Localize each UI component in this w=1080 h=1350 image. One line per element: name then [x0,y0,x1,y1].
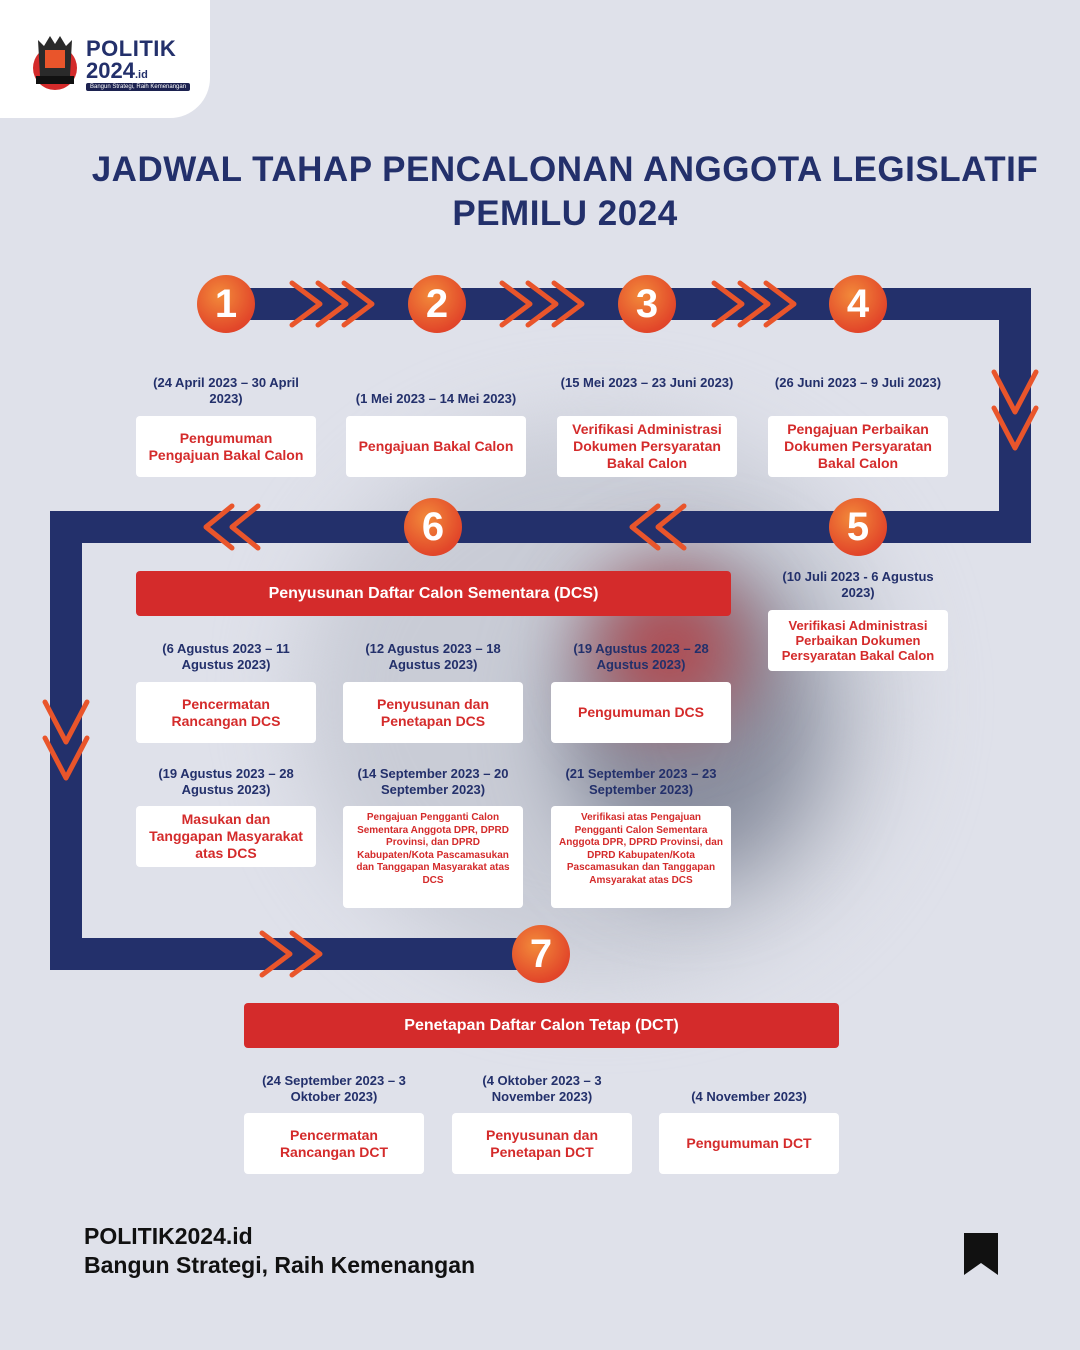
dcs-item-4-box: Masukan dan Tanggapan Masyarakat atas DC… [136,806,316,867]
step-4-box: Pengajuan Perbaikan Dokumen Persyaratan … [768,416,948,477]
logo-tagline: Bangun Strategi, Raih Kemenangan [86,83,191,91]
dct-item-3-date: (4 November 2023) [691,1089,807,1104]
step-7-circle: 7 [512,925,570,983]
dcs-item-6-box: Verifikasi atas Pengajuan Pengganti Calo… [551,806,731,908]
logo-text-politik: POLITIK [86,36,177,61]
step-1-box: Pengumuman Pengajuan Bakal Calon [136,416,316,477]
chevron-left-icon [203,503,261,551]
step-5-circle: 5 [829,498,887,556]
step-1-circle: 1 [197,275,255,333]
step-3-date: (15 Mei 2023 – 23 Juni 2023) [560,375,734,390]
title-line-2: PEMILU 2024 [452,194,678,233]
footer-site-name: POLITIK2024.id [84,1223,253,1249]
dct-banner: Penetapan Daftar Calon Tetap (DCT) [244,1003,839,1048]
logo-year: 2024 [86,58,135,83]
step-3-circle: 3 [618,275,676,333]
dcs-item-5-box: Pengajuan Pengganti Calon Sementara Angg… [343,806,523,908]
title-line-1: JADWAL TAHAP PENCALONAN ANGGOTA LEGISLAT… [91,150,1039,189]
dcs-item-2-box: Penyusunan dan Penetapan DCS [343,682,523,743]
chevron-down-icon [991,369,1039,451]
step-5-box: Verifikasi Administrasi Perbaikan Dokume… [768,610,948,671]
dcs-item-5-date: (14 September 2023 – 20 September 2023) [357,766,509,797]
page-title: JADWAL TAHAP PENCALONAN ANGGOTA LEGISLAT… [0,148,1080,236]
bookmark-icon[interactable] [964,1233,998,1275]
chevron-left-icon [629,503,687,551]
dcs-item-3-box: Pengumuman DCS [551,682,731,743]
footer-tagline: Bangun Strategi, Raih Kemenangan [84,1252,476,1278]
dcs-item-6-date: (21 September 2023 – 23 September 2023) [565,766,717,797]
dct-item-2-date: (4 Oktober 2023 – 3 November 2023) [482,1073,602,1104]
step-6-circle: 6 [404,498,462,556]
step-2-date: (1 Mei 2023 – 14 Mei 2023) [355,391,517,406]
step-3-box: Verifikasi Administrasi Dokumen Persyara… [557,416,737,477]
dct-item-2-box: Penyusunan dan Penetapan DCT [452,1113,632,1174]
logo-text-year: 2024.id [86,58,148,84]
step-4-circle: 4 [829,275,887,333]
step-1-date: (24 April 2023 – 30 April 2023) [153,375,299,406]
dcs-item-2-date: (12 Agustus 2023 – 18 Agustus 2023) [365,641,501,672]
step-2-box: Pengajuan Bakal Calon [346,416,526,477]
dcs-item-1-box: Pencermatan Rancangan DCS [136,682,316,743]
dcs-banner: Penyusunan Daftar Calon Sementara (DCS) [136,571,731,616]
chevron-right-icon [711,280,797,328]
step-2-circle: 2 [408,275,466,333]
dct-item-1-box: Pencermatan Rancangan DCT [244,1113,424,1174]
logo-card: POLITIK 2024.id Bangun Strategi, Raih Ke… [0,0,210,118]
dct-item-1-date: (24 September 2023 – 3 Oktober 2023) [262,1073,406,1104]
dct-item-3-box: Pengumuman DCT [659,1113,839,1174]
logo-suffix: .id [134,69,148,81]
chevron-down-icon [42,699,90,781]
dcs-item-3-date: (19 Agustus 2023 – 28 Agustus 2023) [573,641,709,672]
chevron-right-icon [499,280,585,328]
dcs-item-1-date: (6 Agustus 2023 – 11 Agustus 2023) [162,641,290,672]
step-5-date: (10 Juli 2023 - 6 Agustus 2023) [782,569,934,600]
logo-icon [33,36,77,90]
step-4-date: (26 Juni 2023 – 9 Juli 2023) [774,375,942,390]
chevron-right-icon [289,280,375,328]
dcs-item-4-date: (19 Agustus 2023 – 28 Agustus 2023) [158,766,294,797]
chevron-right-icon [259,930,323,978]
